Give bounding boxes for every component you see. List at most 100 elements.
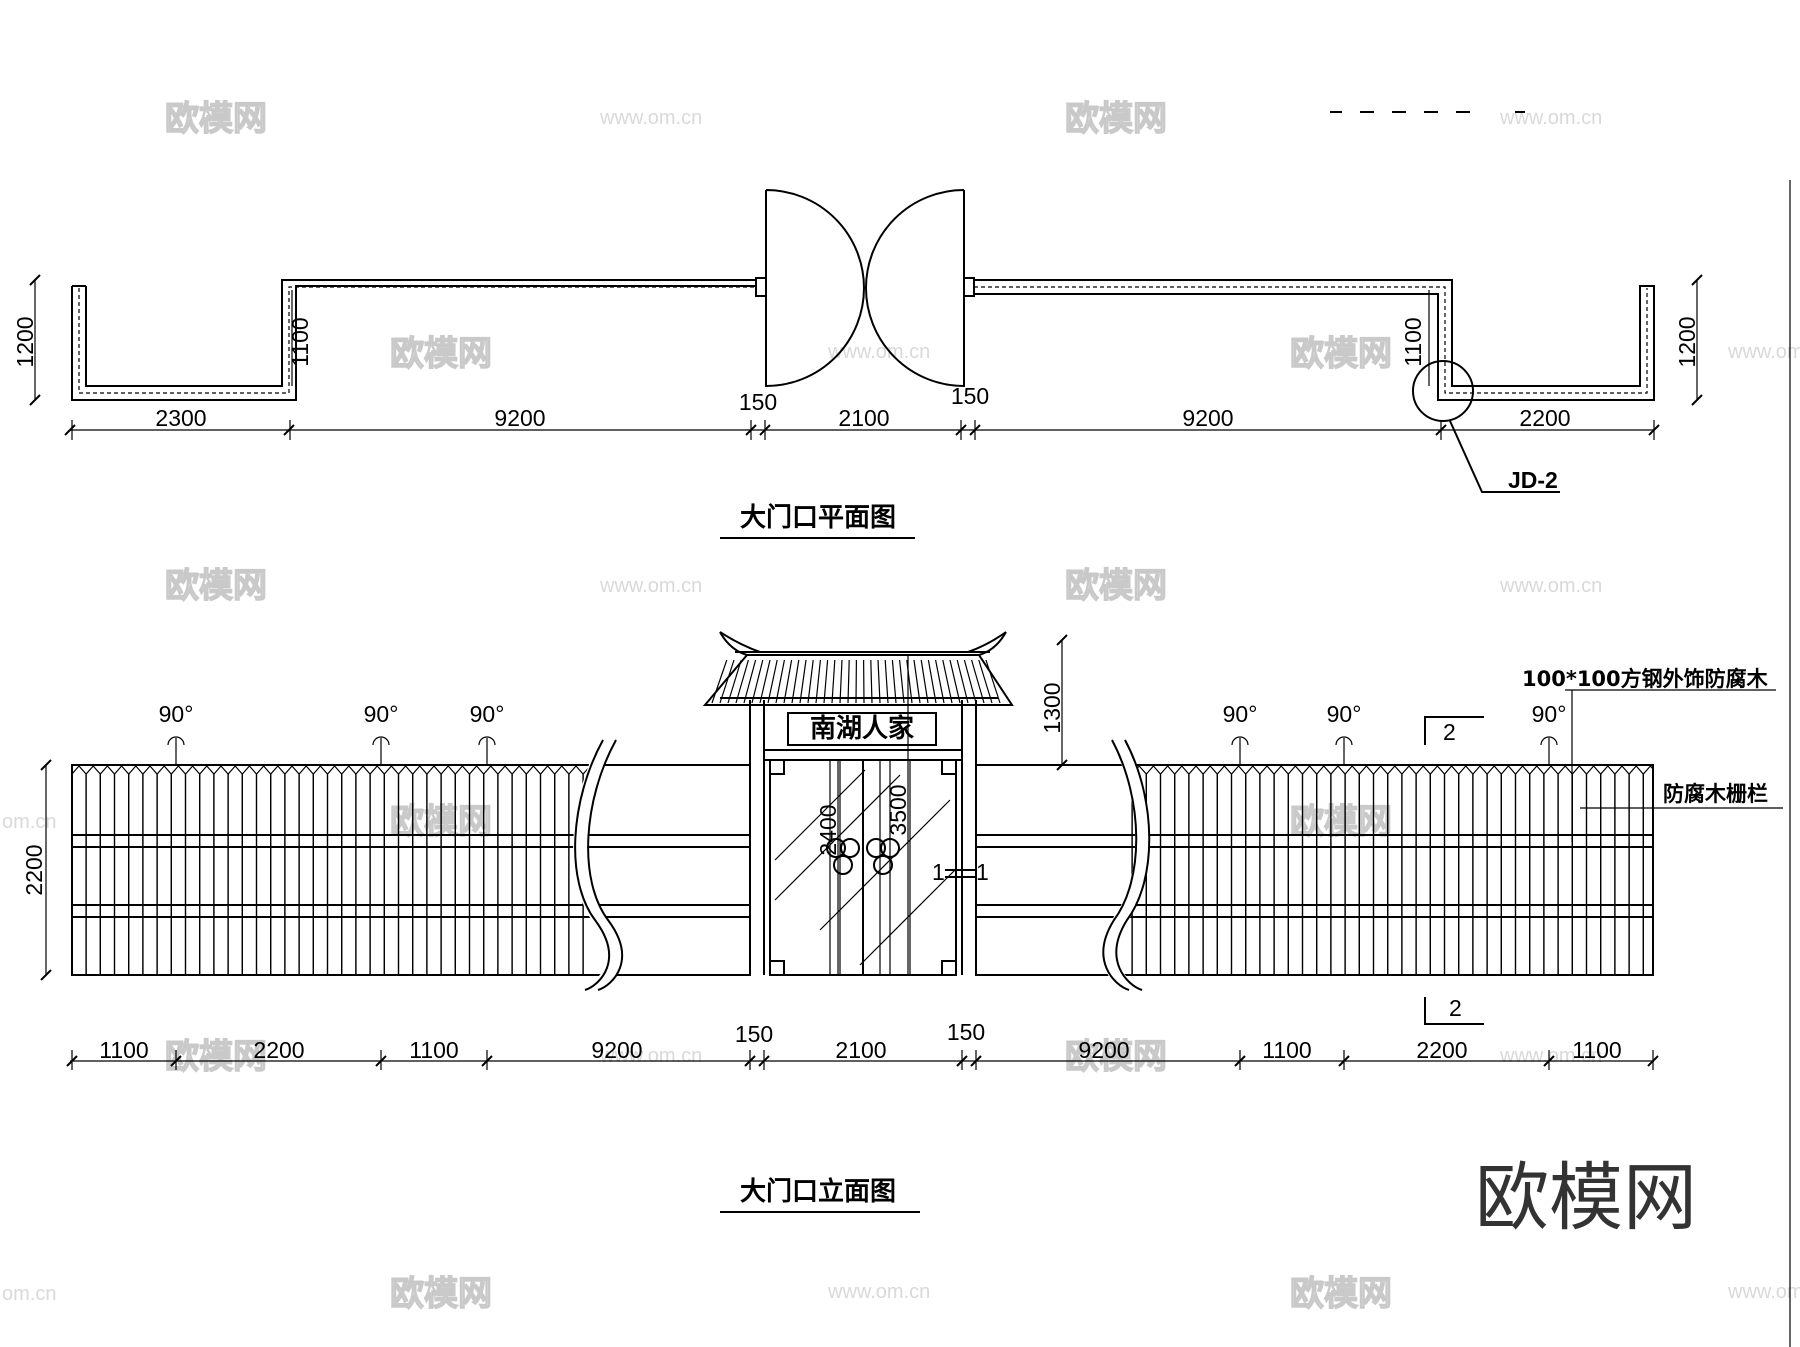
fence-picket — [1500, 765, 1516, 975]
angle-marker-icon — [478, 736, 496, 765]
angle-label: 90° — [1327, 701, 1362, 727]
angle-label: 90° — [1223, 701, 1258, 727]
fence-picket — [213, 765, 229, 975]
fence-picket — [1245, 765, 1261, 975]
roof-tile — [847, 659, 850, 704]
section-2-bottom — [1424, 997, 1484, 1025]
roof-tile — [823, 659, 829, 704]
plan-wall-right — [974, 279, 1655, 401]
roof-tile — [727, 659, 742, 704]
fence-picket — [1472, 765, 1488, 975]
angle-label: 90° — [159, 701, 194, 727]
plan-dim-5: 150 — [951, 383, 989, 409]
fence-rails — [72, 834, 1653, 918]
watermark-url: om.cn — [2, 811, 56, 833]
watermark: 欧模网 — [1065, 566, 1167, 606]
fence-picket — [1387, 765, 1403, 975]
roof-tile — [884, 659, 889, 704]
fence-picket — [1486, 765, 1502, 975]
plan-dim-2: 9200 — [494, 405, 545, 431]
door-handle-icon — [840, 838, 860, 858]
elev-dim-11: 1100 — [1572, 1037, 1621, 1063]
plan-dim-1: 2300 — [155, 405, 206, 431]
dim-tick — [1056, 634, 1068, 771]
fence-picket — [369, 765, 385, 975]
roof-ridge-curve — [719, 631, 1007, 653]
watermark-url: www.om.cn — [599, 107, 702, 129]
watermark-url: www.om.cn — [1499, 575, 1602, 597]
roof-tile — [949, 659, 961, 704]
fence-picket — [128, 765, 144, 975]
fence-picket — [185, 765, 201, 975]
roof-ridge — [719, 631, 1007, 656]
fence-picket — [1458, 765, 1474, 975]
plan-wall-left-top — [281, 279, 756, 386]
angle-markers: 90°90°90°90°90°90° — [159, 701, 1566, 765]
plan-dim-7: 2200 — [1519, 405, 1570, 431]
roof-tile — [735, 659, 749, 704]
elev-dim-4: 9200 — [591, 1037, 642, 1063]
roof-tile — [831, 659, 836, 704]
roof-tile — [791, 659, 800, 704]
elev-dim-9: 1100 — [1262, 1037, 1311, 1063]
label-steel: 100*100方钢外饰防腐木 — [1522, 667, 1769, 691]
watermark-layer: 欧模网 www.om.cn 欧模网 www.om.cn 欧模网 www.om.c… — [2, 98, 1800, 1314]
fence-picket — [511, 765, 527, 975]
roof-tile — [751, 659, 764, 704]
roof-tile — [719, 659, 735, 704]
plan-wall-left-inner — [86, 286, 296, 386]
label-fence: 防腐木栅栏 — [1663, 782, 1768, 806]
section-2-bottom-label: 2 — [1449, 995, 1462, 1021]
roof-tile — [985, 659, 1001, 704]
plan-dim-3: 150 — [739, 389, 777, 415]
fence-picket — [1047, 766, 1061, 975]
plan-height-right: 1200 — [1674, 316, 1700, 367]
roof-tile — [971, 659, 985, 704]
fence-picket — [270, 765, 286, 975]
elev-dim-6: 2100 — [835, 1037, 886, 1063]
fence-picket — [1557, 765, 1573, 975]
door-height: 2400 — [815, 804, 841, 855]
fence-picket — [1273, 765, 1289, 975]
fence-picket — [298, 765, 314, 975]
watermark: 欧模网 — [1290, 334, 1392, 374]
fence-picket — [1600, 765, 1616, 975]
angle-marker-icon — [1231, 736, 1249, 765]
angle-marker-icon — [167, 736, 185, 765]
angle-marker-icon — [372, 736, 390, 765]
watermark: 欧模网 — [390, 1274, 492, 1314]
watermark: 欧模网 — [1065, 99, 1167, 139]
fence-picket — [725, 766, 739, 975]
fence-picket — [1202, 765, 1218, 975]
fence-picket — [142, 765, 158, 975]
plan-gate-post-left — [755, 277, 767, 297]
fence-picket — [355, 765, 371, 975]
fence-picket — [1259, 765, 1275, 975]
fence-picket — [1586, 765, 1602, 975]
plan-wall-left-hatch — [78, 286, 756, 394]
angle-label: 90° — [364, 701, 399, 727]
fence-picket — [1004, 766, 1018, 975]
roof-tile — [963, 659, 977, 704]
roof-tile — [920, 659, 929, 704]
watermark: 欧模网 — [390, 334, 492, 374]
detail-circle — [1412, 360, 1474, 422]
angle-marker-icon — [1335, 736, 1353, 765]
door-handle-icon — [873, 855, 893, 875]
fence-picket — [1628, 765, 1644, 975]
elev-dim-8: 9200 — [1078, 1037, 1129, 1063]
watermark: 欧模网 — [165, 99, 267, 139]
fence-picket — [398, 765, 414, 975]
fence-picket — [668, 766, 682, 975]
plan-dim-6: 9200 — [1182, 405, 1233, 431]
break-line-left-b — [587, 739, 624, 991]
fence-picket — [697, 766, 711, 975]
door-handle-icon — [833, 855, 853, 875]
fence-picket — [327, 765, 343, 975]
watermark-url: www.om.cn — [1727, 1281, 1800, 1303]
fence-picket — [1160, 765, 1176, 975]
fence-picket — [1302, 765, 1318, 975]
fence-picket — [1515, 765, 1531, 975]
roof-tile — [913, 659, 921, 704]
